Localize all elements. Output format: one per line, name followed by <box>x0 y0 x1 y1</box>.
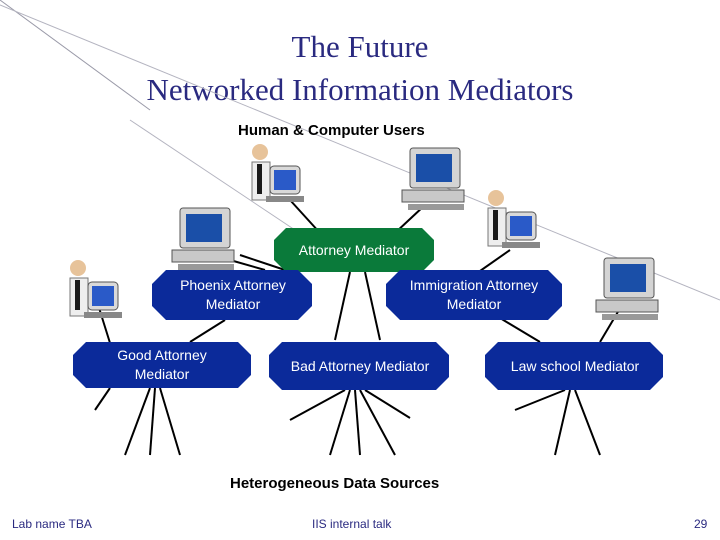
slide-title-line2: Networked Information Mediators <box>146 72 574 107</box>
law-school-mediator-node <box>485 342 663 390</box>
source-leg-11 <box>554 389 571 456</box>
user-at-computer-icon <box>69 260 122 318</box>
footer-talk-name: IIS internal talk <box>312 517 392 531</box>
data-sources-heading: Heterogeneous Data Sources <box>230 475 440 492</box>
decor-line-1 <box>0 0 151 111</box>
source-leg-8 <box>359 389 396 456</box>
connectors <box>94 199 626 456</box>
link-immigration-law <box>499 317 541 343</box>
source-leg-4 <box>94 387 111 411</box>
link-computer2-phoenix <box>229 259 266 271</box>
user-at-computer-icon <box>251 144 304 202</box>
source-leg-6 <box>329 389 351 456</box>
computer-workstation-icon <box>171 207 235 270</box>
source-leg-3 <box>159 387 181 456</box>
source-leg-1 <box>124 387 151 456</box>
phoenix-mediator-node <box>152 270 312 320</box>
user-at-computer-icon <box>487 190 540 248</box>
bad-mediator-label: Bad Attorney Mediator <box>290 357 430 374</box>
link-attorney-bad-a <box>334 271 351 341</box>
computer-workstation-icon <box>401 147 465 210</box>
decor-line-2 <box>0 4 720 301</box>
attorney-mediator-node <box>274 228 434 272</box>
good-mediator-label: Good Attorney Mediator <box>117 347 207 382</box>
attorney-mediator-label: Attorney Mediator <box>298 241 410 258</box>
computer-workstation-icon <box>595 257 659 320</box>
source-leg-7 <box>354 389 361 456</box>
source-leg-12 <box>574 389 601 456</box>
phoenix-mediator-label: Phoenix Attorney Mediator <box>180 277 286 312</box>
bad-mediator-node <box>269 342 449 390</box>
good-mediator-node <box>73 342 251 388</box>
immigration-mediator-node <box>386 270 562 320</box>
link-attorney-bad-b <box>364 271 381 341</box>
link-phoenix-good <box>189 319 226 343</box>
source-leg-5 <box>289 389 346 421</box>
footer-lab-name: Lab name TBA <box>12 517 92 531</box>
law-school-mediator-label: Law school Mediator <box>510 357 640 374</box>
users-heading: Human & Computer Users <box>238 122 425 139</box>
page-number: 29 <box>694 517 708 531</box>
source-leg-9 <box>364 389 411 419</box>
immigration-mediator-label: Immigration Attorney Mediator <box>409 277 539 312</box>
link-user1-attorney <box>289 199 321 234</box>
source-leg-2 <box>149 387 156 456</box>
source-leg-10 <box>514 389 566 411</box>
slide-title-line1: The Future <box>291 29 429 64</box>
